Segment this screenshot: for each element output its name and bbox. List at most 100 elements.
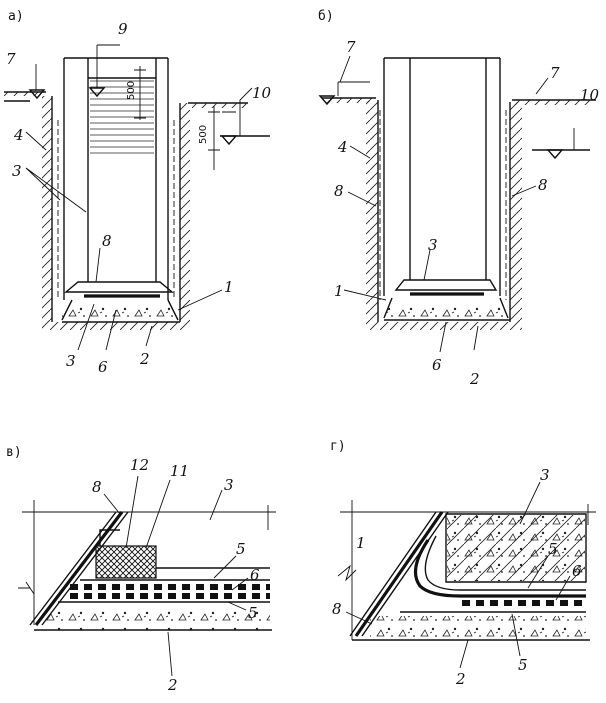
label-10: 10 xyxy=(580,86,600,104)
block-3-concrete xyxy=(447,515,585,581)
label-5b: 5 xyxy=(518,656,528,674)
label-7a: 7 xyxy=(346,38,356,56)
level-mark-7 xyxy=(28,89,46,100)
label-4: 4 xyxy=(337,138,348,156)
label-8: 8 xyxy=(102,232,112,250)
leader-8 xyxy=(103,493,121,515)
leader-7b xyxy=(535,77,549,95)
leader-5b xyxy=(511,613,521,657)
leader-6 xyxy=(105,309,117,351)
label-8: 8 xyxy=(332,600,342,618)
ground-hatch-right xyxy=(192,103,248,108)
leader-2 xyxy=(473,325,479,351)
leader-1 xyxy=(343,289,387,301)
dim-500-side xyxy=(208,106,220,170)
label-5a: 5 xyxy=(548,540,558,558)
block-12-edge xyxy=(99,529,120,546)
leader-12 xyxy=(125,475,139,549)
leader-5a xyxy=(527,555,549,589)
block-3 xyxy=(445,513,587,583)
level-mark-10 xyxy=(546,149,564,160)
level-leader-10 xyxy=(222,87,253,136)
label-10: 10 xyxy=(252,84,272,102)
sloped-membrane xyxy=(354,511,444,637)
leader-4 xyxy=(349,145,371,159)
leader-8 xyxy=(95,247,101,283)
label-6: 6 xyxy=(250,566,260,584)
dim-500-top-text: 500 xyxy=(126,81,137,100)
pit-soil-right xyxy=(180,103,190,322)
label-2: 2 xyxy=(469,370,480,388)
curved-membrane-outer xyxy=(413,539,586,598)
panel-b: б) 7 7 10 4 8 8 3 1 xyxy=(318,9,600,388)
leader-5b xyxy=(227,601,247,611)
leader-8a xyxy=(347,191,377,207)
leader-11 xyxy=(145,479,171,549)
ground-hatch-right xyxy=(514,100,594,105)
shaft-outer xyxy=(63,57,169,300)
leader-3b xyxy=(77,303,95,351)
label-2: 2 xyxy=(167,676,178,694)
label-2: 2 xyxy=(455,670,466,688)
leader-3 xyxy=(519,481,541,525)
label-5a: 5 xyxy=(236,540,246,558)
block-12 xyxy=(95,545,157,579)
label-1: 1 xyxy=(334,282,344,300)
level-mark-7a xyxy=(318,95,336,106)
dim-500-side-text: 500 xyxy=(198,125,209,144)
label-12: 12 xyxy=(130,456,149,474)
sloped-membrane xyxy=(34,511,124,626)
panel-g-label: г) xyxy=(330,439,346,454)
leader-8 xyxy=(345,611,373,625)
shaft-inner xyxy=(87,58,157,282)
membrane-6a xyxy=(70,584,270,590)
leader-7a xyxy=(339,55,351,83)
slab-top xyxy=(64,281,174,293)
label-8a: 8 xyxy=(334,182,344,200)
pit-walls xyxy=(51,96,181,322)
ground-hatch-left xyxy=(322,98,374,103)
leader-3 xyxy=(423,249,431,281)
leader-3 xyxy=(209,489,223,521)
sloped-wall xyxy=(349,511,449,637)
label-7b: 7 xyxy=(550,64,560,82)
insulation-lines xyxy=(57,120,175,300)
leader-1 xyxy=(177,289,223,311)
panel-b-label: б) xyxy=(318,9,334,24)
pit-soil-bottom xyxy=(42,322,190,330)
pit-soil-bottom xyxy=(366,322,522,330)
label-3: 3 xyxy=(428,236,438,254)
concrete-base xyxy=(62,304,178,322)
label-8b: 8 xyxy=(538,176,548,194)
leader-6 xyxy=(555,575,571,601)
label-7: 7 xyxy=(6,50,16,68)
pit-walls xyxy=(377,100,511,322)
panel-a-label: а) xyxy=(8,9,24,24)
leader-2 xyxy=(145,325,153,347)
level-mark-10 xyxy=(220,135,238,146)
label-9: 9 xyxy=(118,20,128,38)
label-11: 11 xyxy=(170,462,189,480)
leader-6 xyxy=(231,577,249,591)
water-fill xyxy=(90,80,154,158)
leader-4 xyxy=(25,131,47,151)
break-mark xyxy=(337,564,357,582)
insulation-lines xyxy=(379,110,507,300)
level-leader-9 xyxy=(96,44,120,88)
panel-v: в) 8 12 11 3 5 6 5 xyxy=(6,445,276,694)
label-2: 2 xyxy=(139,350,150,368)
ground-hatch-left xyxy=(4,92,42,96)
label-6: 6 xyxy=(98,358,108,376)
pit-soil-left xyxy=(42,96,52,322)
leader-6 xyxy=(439,321,447,353)
label-1: 1 xyxy=(356,534,366,552)
membrane-6 xyxy=(460,600,586,606)
leader-8b xyxy=(511,185,537,197)
label-8: 8 xyxy=(92,478,102,496)
label-4: 4 xyxy=(13,126,24,144)
label-5b: 5 xyxy=(248,604,258,622)
leader-2 xyxy=(167,631,173,677)
dim-500-top xyxy=(134,66,146,120)
